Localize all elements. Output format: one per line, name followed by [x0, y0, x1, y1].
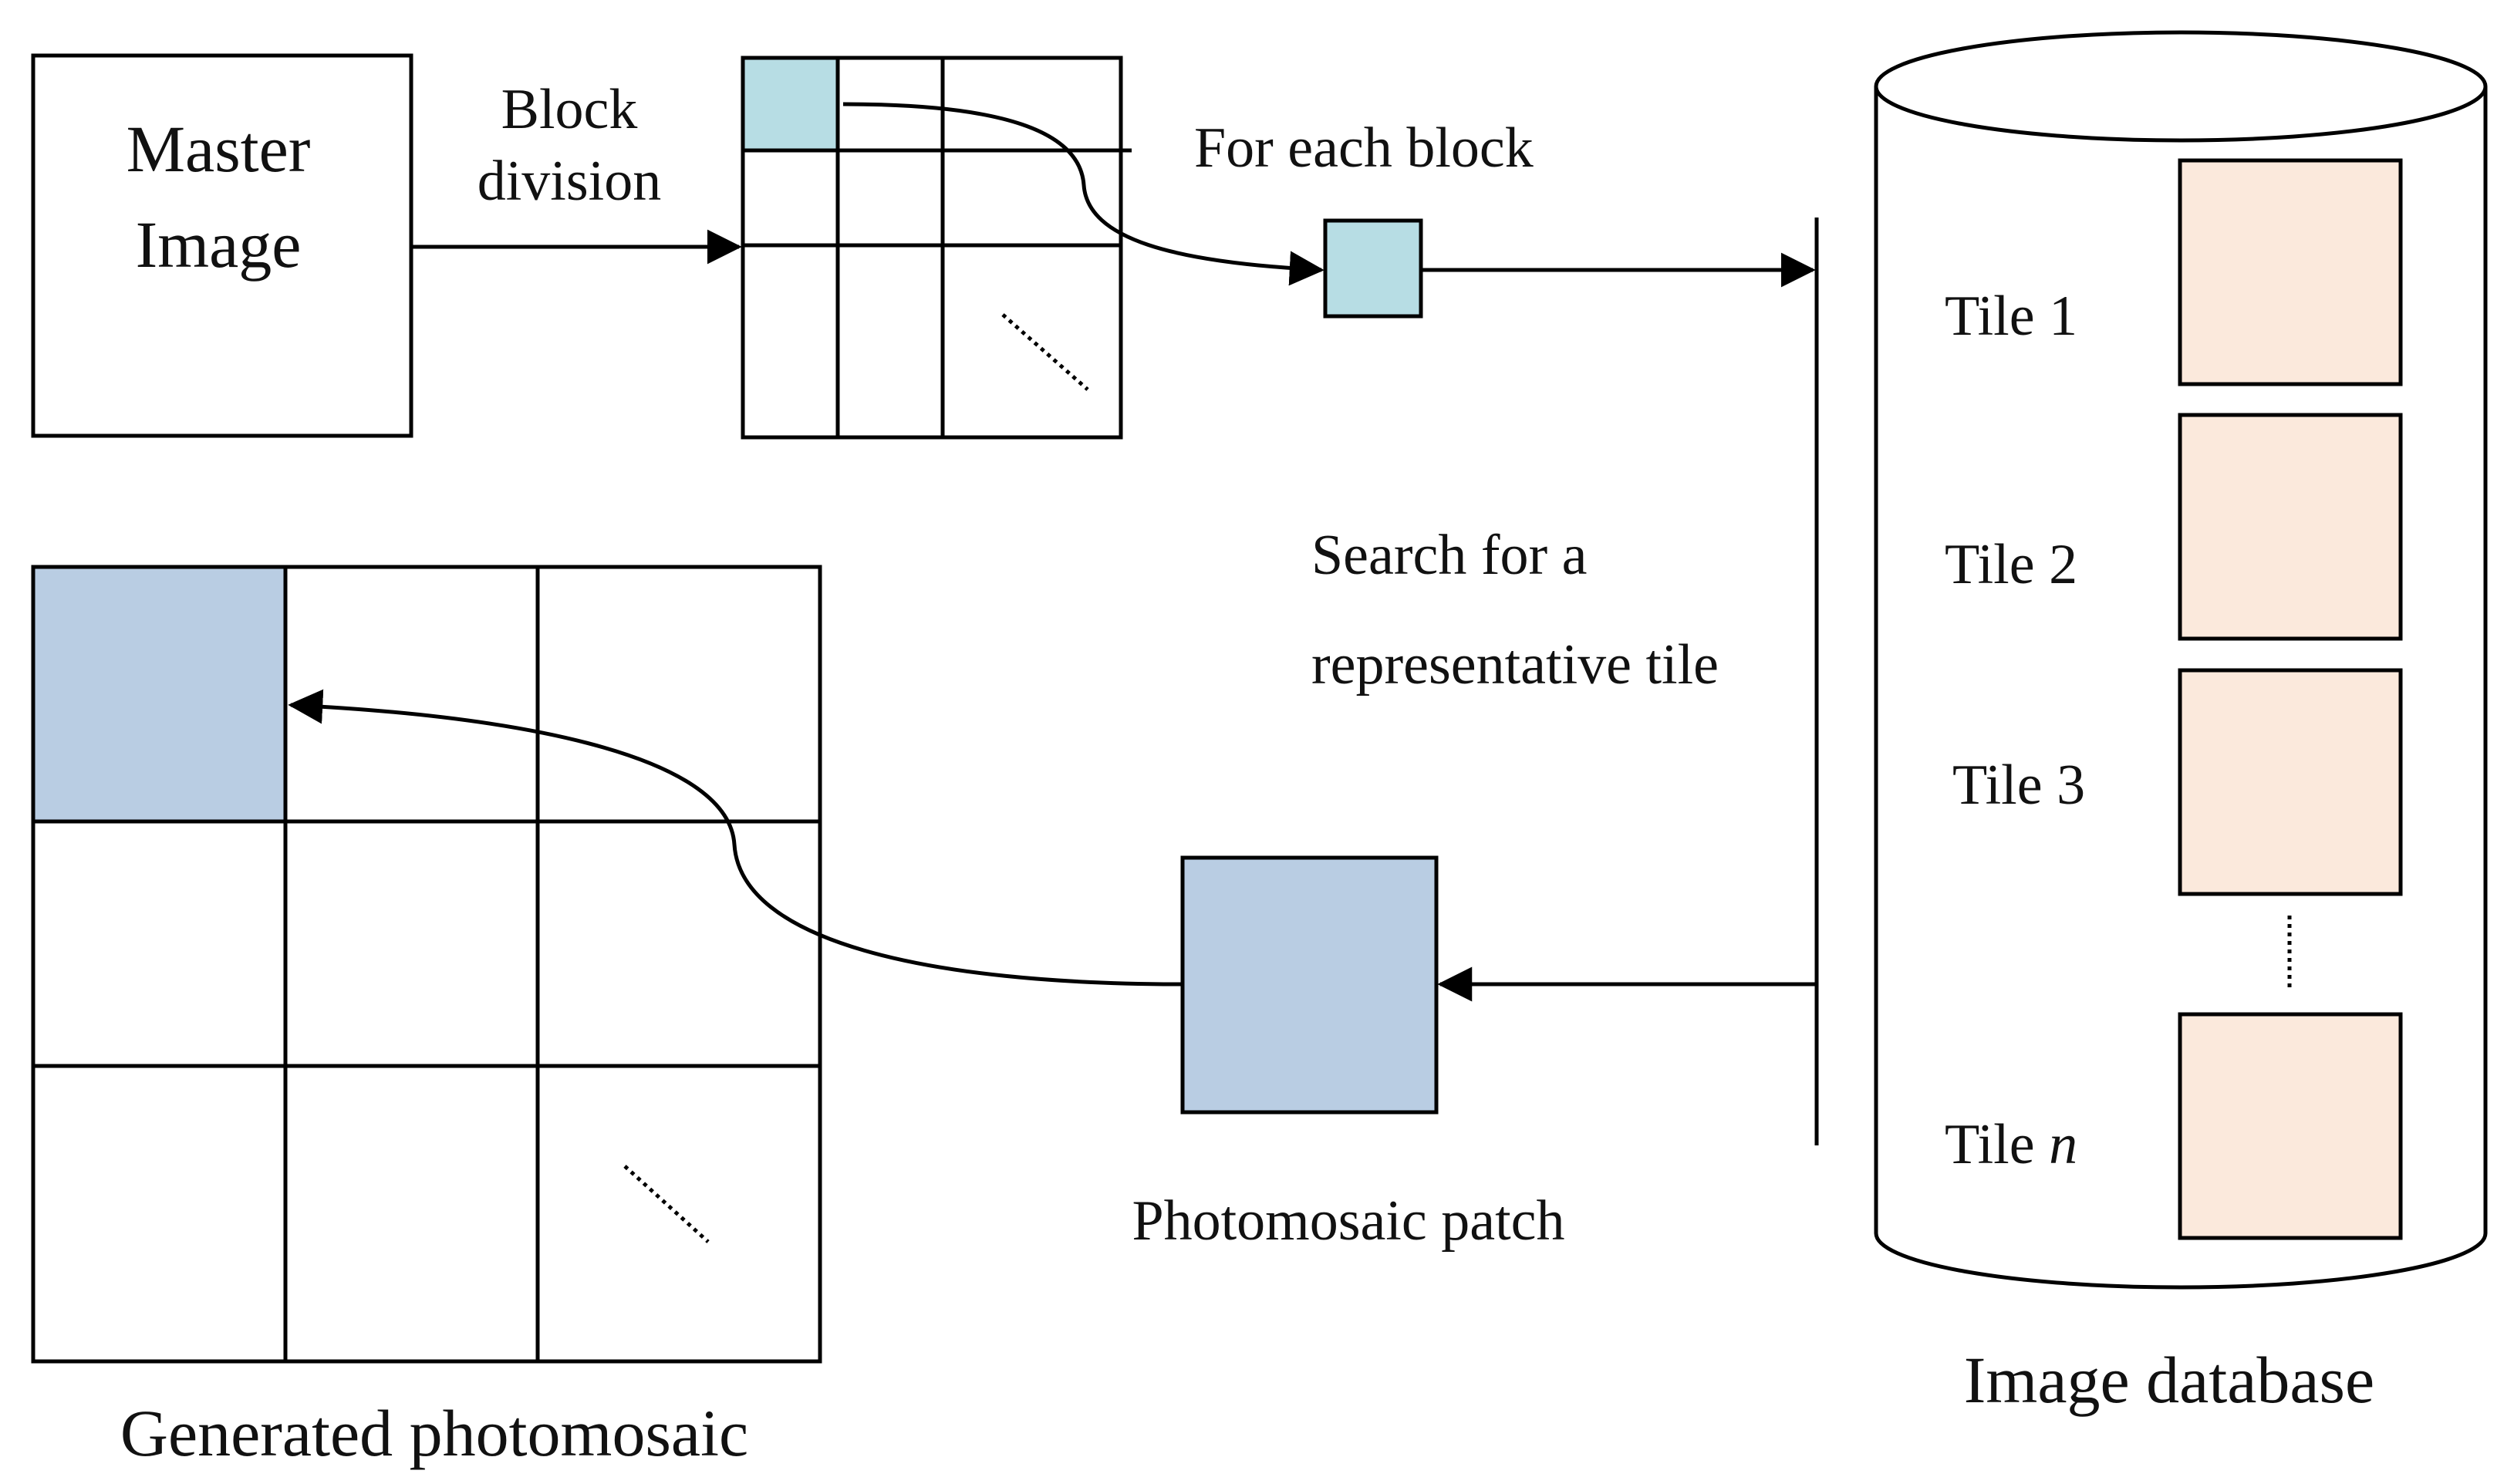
- tile-2-label: Tile 2: [1945, 533, 2077, 596]
- tile-n-label: Tile n: [1945, 1113, 2077, 1176]
- tile-3-label: Tile 3: [1952, 754, 2085, 817]
- master-image-label-line1: Master: [127, 112, 311, 186]
- master-image-label-line2: Image: [136, 207, 302, 282]
- tile-1-box: [2178, 158, 2403, 386]
- block-grid: [741, 56, 1132, 440]
- current-block: [1323, 218, 1423, 319]
- block-division-label-line1: Block: [501, 78, 638, 141]
- mosaic-continuation-dots: [623, 1165, 710, 1243]
- master-image-box: Master Image: [31, 53, 413, 438]
- photomosaic-patch-label: Photomosaic patch: [1132, 1189, 1564, 1253]
- tile-1-label: Tile 1: [1945, 285, 2077, 348]
- image-database: Tile 1 Tile 2 Tile 3 Tile n: [1874, 30, 2488, 1290]
- for-each-block-arrow: [842, 102, 1324, 286]
- search-label-line1: Search for a: [1311, 524, 1587, 587]
- for-each-block-label: For each block: [1194, 116, 1534, 180]
- continuation-dots: [1001, 313, 1089, 391]
- generated-photomosaic-grid: [31, 565, 822, 1364]
- search-label-line2: representative tile: [1311, 633, 1719, 696]
- image-database-label: Image database: [1964, 1343, 2374, 1417]
- photomosaic-patch: [1180, 855, 1439, 1115]
- tile-2-box: [2178, 413, 2403, 641]
- generated-photomosaic-label: Generated photomosaic: [120, 1396, 748, 1470]
- selected-block: [741, 56, 840, 153]
- block-division-label-line2: division: [477, 150, 661, 213]
- tile-3-box: [2178, 668, 2403, 896]
- placed-patch-cell: [31, 565, 288, 824]
- tile-n-box: [2178, 1012, 2403, 1240]
- place-patch-arrow: [288, 689, 1183, 987]
